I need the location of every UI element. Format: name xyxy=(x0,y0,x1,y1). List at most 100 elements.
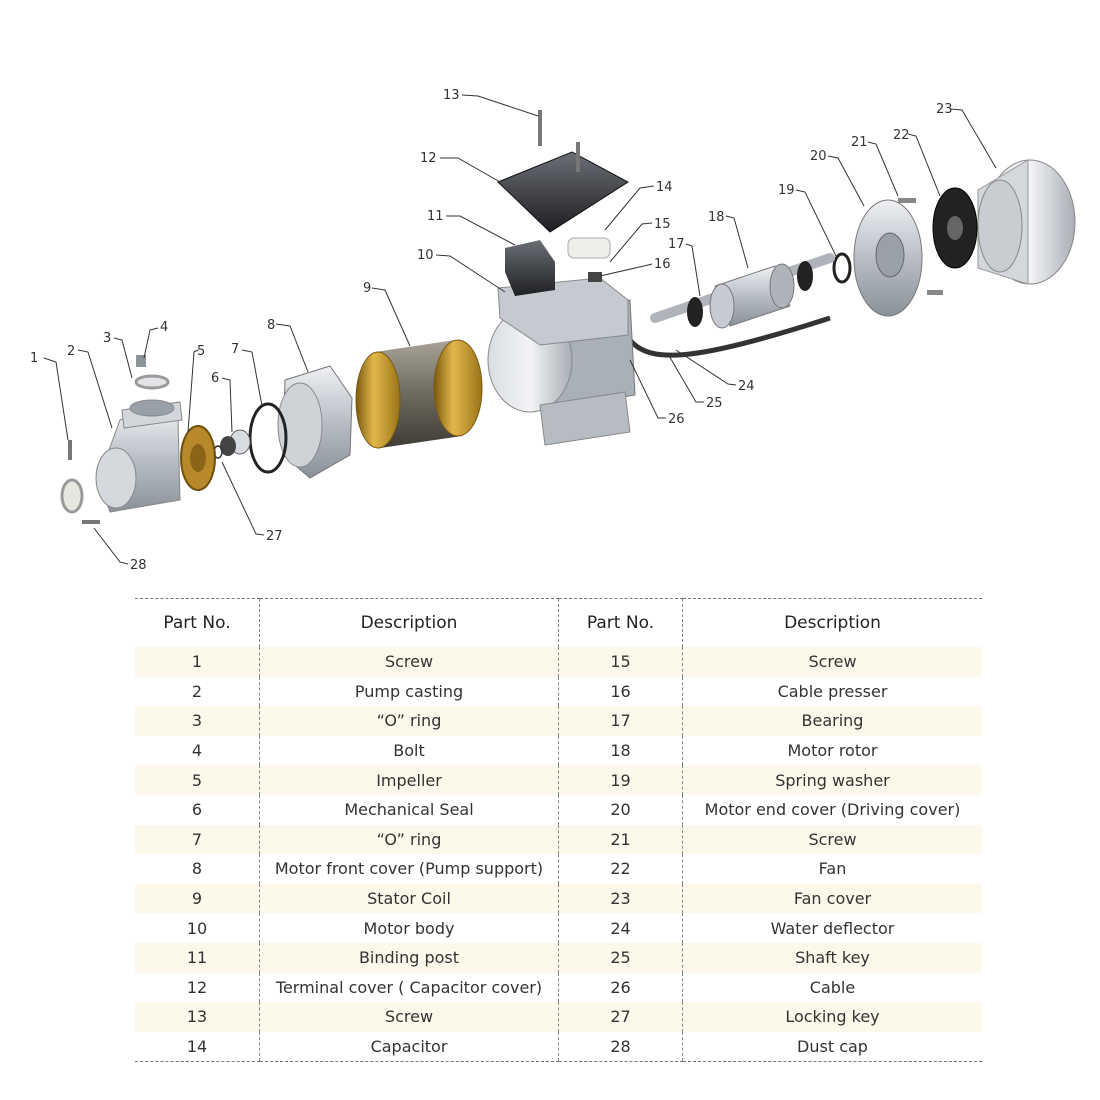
screw-21-part xyxy=(898,198,916,203)
callout-12: 12 xyxy=(420,151,437,166)
part-number: 13 xyxy=(135,1002,260,1032)
part-description: Terminal cover ( Capacitor cover) xyxy=(259,972,559,1003)
motor-end-cover-part xyxy=(853,199,923,317)
part-description: Locking key xyxy=(682,1002,982,1032)
fan-part xyxy=(932,187,978,269)
callout-21: 21 xyxy=(851,135,868,150)
callout-2: 2 xyxy=(67,344,75,359)
header-description: Description xyxy=(259,598,559,647)
part-description: Cable xyxy=(682,972,982,1003)
callout-labels: 1 2 3 4 5 6 7 8 9 10 11 12 13 14 15 16 1… xyxy=(30,88,953,573)
part-number: 12 xyxy=(186,977,208,997)
pump-casting-part xyxy=(95,399,183,513)
callout-13: 13 xyxy=(443,88,460,103)
callout-27: 27 xyxy=(266,529,283,544)
screw-21b-part xyxy=(927,290,943,295)
part-number: 22 xyxy=(558,854,683,884)
part-number: 20 xyxy=(558,794,683,825)
part-description: Impeller xyxy=(259,765,559,795)
terminal-cover-part xyxy=(497,151,629,233)
impeller-part xyxy=(180,425,216,491)
spring-washer-part xyxy=(832,252,852,284)
part-description: Motor rotor xyxy=(682,735,982,766)
part-description: Binding post xyxy=(259,942,559,973)
part-number: 9 xyxy=(135,883,260,914)
part-number: 7 xyxy=(135,824,260,855)
part-number: 4 xyxy=(191,741,203,761)
part-number: 21 xyxy=(558,824,683,855)
part-number: 11 xyxy=(135,942,260,973)
part-description: Water deflector xyxy=(682,913,982,943)
binding-post-part xyxy=(505,240,555,296)
callout-24: 24 xyxy=(738,379,755,394)
part-number: 14 xyxy=(135,1031,260,1063)
part-description: Motor body xyxy=(259,913,559,943)
callout-5: 5 xyxy=(197,344,205,359)
fan-cover-part xyxy=(977,159,1076,285)
part-description: “O” ring xyxy=(259,824,559,855)
part-number: 26 xyxy=(558,972,683,1003)
mechanical-seal-part xyxy=(220,429,251,456)
part-description: Dust cap xyxy=(682,1031,982,1063)
callout-28: 28 xyxy=(130,558,147,573)
bolt-part xyxy=(136,355,146,367)
callout-15: 15 xyxy=(654,217,671,232)
part-description: Screw xyxy=(259,647,559,677)
callout-19: 19 xyxy=(778,183,795,198)
header-part-no-2: Part No. xyxy=(558,598,683,647)
callout-22: 22 xyxy=(893,128,910,143)
callout-23: 23 xyxy=(936,102,953,117)
part-description: Motor front cover (Pump support) xyxy=(259,854,559,884)
part-description: Bearing xyxy=(682,706,982,736)
part-number: 25 xyxy=(558,942,683,973)
o-ring-3-part xyxy=(134,374,170,390)
callout-3: 3 xyxy=(103,331,111,346)
callout-9: 9 xyxy=(363,281,371,296)
callout-11: 11 xyxy=(427,209,444,224)
callout-8: 8 xyxy=(267,318,275,333)
part-description: Shaft key xyxy=(682,942,982,973)
part-description: Pump casting xyxy=(259,676,559,707)
callout-26: 26 xyxy=(668,412,685,427)
part-number: 6 xyxy=(191,800,203,820)
part-number: 10 xyxy=(186,918,208,938)
part-number: 8 xyxy=(191,859,203,879)
part-description: Screw xyxy=(259,1002,559,1032)
part-description: Stator Coil xyxy=(259,883,559,914)
dust-cap-part xyxy=(60,478,84,514)
callout-17: 17 xyxy=(668,237,685,252)
part-number: 2 xyxy=(191,681,203,701)
parts-table: Part No. Description Part No. Descriptio… xyxy=(135,598,982,1063)
part-number: 27 xyxy=(558,1002,683,1032)
header-part-no: Part No. xyxy=(135,598,260,647)
callout-16: 16 xyxy=(654,257,671,272)
part-description: Screw xyxy=(682,647,982,677)
part-number: 23 xyxy=(558,883,683,914)
part-description: Fan xyxy=(682,854,982,884)
callout-25: 25 xyxy=(706,396,723,411)
part-number: 16 xyxy=(558,676,683,707)
callout-4: 4 xyxy=(160,320,168,335)
part-description: “O” ring xyxy=(259,706,559,736)
part-description: Spring washer xyxy=(682,765,982,795)
part-number: 1 xyxy=(135,647,260,677)
part-number: 3 xyxy=(135,706,260,736)
part-description: Capacitor xyxy=(259,1031,559,1063)
callout-7: 7 xyxy=(231,342,239,357)
stator-coil-part xyxy=(355,339,483,449)
exploded-view-diagram: 1 2 3 4 5 6 7 8 9 10 11 12 13 14 15 16 1… xyxy=(30,88,1076,573)
part-number: 28 xyxy=(558,1031,683,1063)
bearing-part xyxy=(687,297,703,327)
header-description-2: Description xyxy=(682,598,982,647)
